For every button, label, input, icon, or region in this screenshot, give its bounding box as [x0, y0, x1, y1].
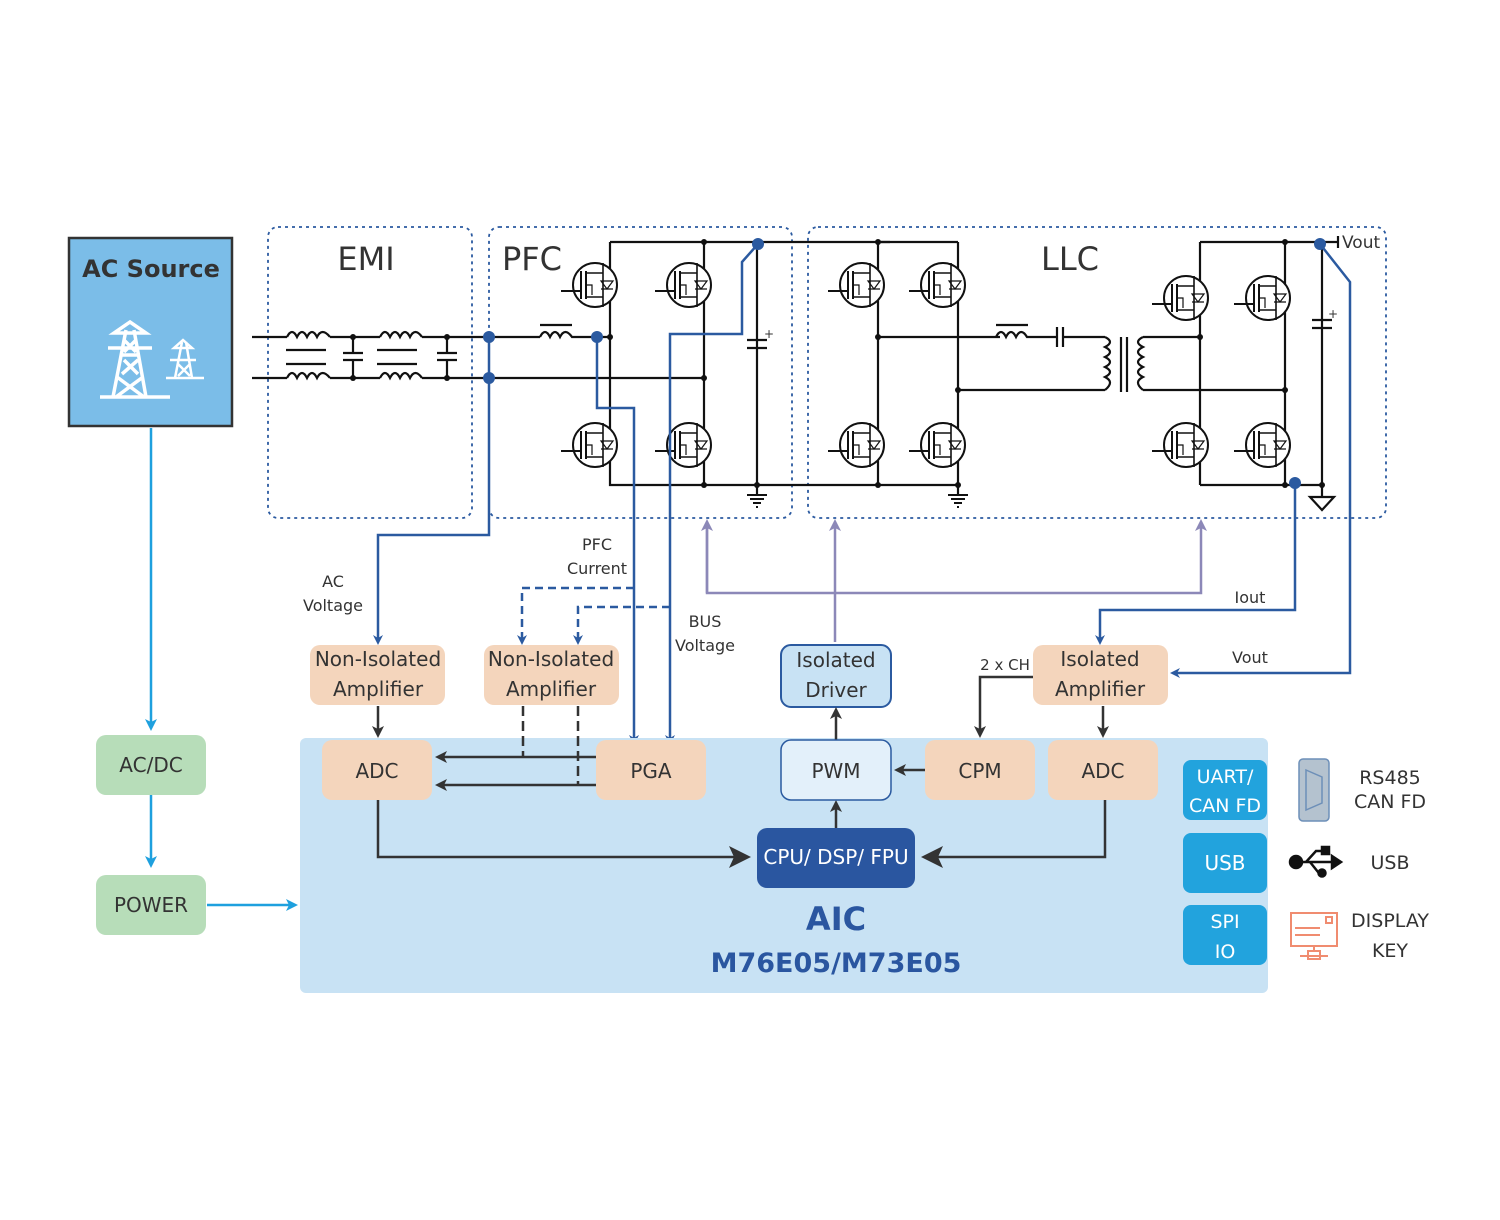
ac-voltage-label-1: AC — [322, 572, 344, 591]
svg-text:Driver: Driver — [805, 678, 867, 702]
iout-label: Iout — [1235, 588, 1266, 607]
mcu-internal-connections — [372, 675, 1109, 868]
pga-block: PGA — [596, 740, 706, 800]
svg-text:ADC: ADC — [355, 759, 398, 783]
non-isolated-amplifier-1: Non-Isolated Amplifier — [310, 645, 445, 705]
svg-text:PGA: PGA — [630, 759, 672, 783]
svg-text:+: + — [764, 327, 774, 341]
bus-voltage-label-2: Voltage — [675, 636, 735, 655]
svg-text:Amplifier: Amplifier — [1055, 677, 1146, 701]
rs485-label-2: CAN FD — [1354, 791, 1426, 813]
pwm-block: PWM — [780, 739, 892, 801]
vout-label: Vout — [1232, 648, 1268, 667]
rs485-connector-icon — [1298, 758, 1330, 822]
acdc-block: AC/DC — [96, 735, 206, 795]
display-key-icon — [1290, 912, 1338, 960]
cpm-block: CPM — [925, 740, 1035, 800]
pfc-current-label-1: PFC — [582, 535, 612, 554]
adc-block-2: ADC — [1048, 740, 1158, 800]
isolated-driver: Isolated Driver — [780, 644, 892, 708]
usb-icon — [1288, 845, 1344, 878]
uart-can-fd-port: UART/ CAN FD — [1183, 760, 1267, 820]
pfc-current-label-2: Current — [567, 559, 627, 578]
svg-text:+: + — [1328, 307, 1338, 321]
gate-drive-lines — [701, 519, 1207, 642]
bus-voltage-label-1: BUS — [689, 612, 722, 631]
usb-port: USB — [1183, 833, 1267, 893]
svg-text:Amplifier: Amplifier — [333, 677, 424, 701]
two-channel-label: 2 x CH — [980, 656, 1030, 674]
mcu-part-number: M76E05/M73E05 — [711, 948, 962, 979]
ac-source-title: AC Source — [82, 255, 220, 283]
mcu-name: AIC — [806, 900, 866, 938]
emi-section — [267, 226, 473, 519]
svg-text:Non-Isolated: Non-Isolated — [315, 647, 441, 671]
usb-label: USB — [1370, 852, 1409, 874]
display-label-2: KEY — [1372, 940, 1408, 962]
spi-io-port: SPI IO — [1183, 905, 1267, 965]
display-label-1: DISPLAY — [1351, 910, 1429, 932]
pfc-label: PFC — [502, 240, 562, 278]
svg-text:PWM: PWM — [811, 759, 860, 783]
emi-label: EMI — [337, 240, 394, 278]
power-path — [145, 428, 298, 911]
svg-text:ADC: ADC — [1081, 759, 1124, 783]
rs485-label-1: RS485 — [1359, 767, 1421, 789]
transmission-tower-icon — [100, 319, 204, 399]
svg-text:Amplifier: Amplifier — [506, 677, 597, 701]
svg-text:USB: USB — [1204, 851, 1245, 875]
llc-label: LLC — [1041, 240, 1099, 278]
svg-text:IO: IO — [1215, 941, 1236, 963]
isolated-amplifier: Isolated Amplifier — [1033, 645, 1168, 705]
cpu-dsp-fpu-block: CPU/ DSP/ FPU — [757, 828, 915, 888]
svg-text:CPM: CPM — [958, 759, 1001, 783]
svg-text:CPU/ DSP/ FPU: CPU/ DSP/ FPU — [763, 845, 908, 869]
power-block: POWER — [96, 875, 206, 935]
vout-terminal-label: Vout — [1342, 233, 1380, 253]
pfc-circuit: + — [539, 239, 890, 508]
svg-text:UART/: UART/ — [1197, 766, 1254, 788]
sense-lines — [373, 238, 1352, 745]
emi-filter-circuit — [252, 330, 706, 381]
llc-circuit: + Vout — [790, 233, 1380, 512]
svg-text:Isolated: Isolated — [1060, 647, 1139, 671]
svg-text:AC/DC: AC/DC — [119, 753, 182, 777]
svg-text:SPI: SPI — [1210, 911, 1239, 933]
ac-source-block: AC Source — [67, 236, 234, 428]
svg-text:Isolated: Isolated — [796, 648, 875, 672]
pfc-section — [488, 226, 793, 519]
llc-section — [807, 226, 1387, 519]
svg-text:POWER: POWER — [114, 893, 188, 917]
non-isolated-amplifier-2: Non-Isolated Amplifier — [484, 645, 619, 705]
ac-voltage-label-2: Voltage — [303, 596, 363, 615]
svg-text:Non-Isolated: Non-Isolated — [488, 647, 614, 671]
adc-block-1: ADC — [322, 740, 432, 800]
svg-text:CAN FD: CAN FD — [1189, 795, 1261, 817]
